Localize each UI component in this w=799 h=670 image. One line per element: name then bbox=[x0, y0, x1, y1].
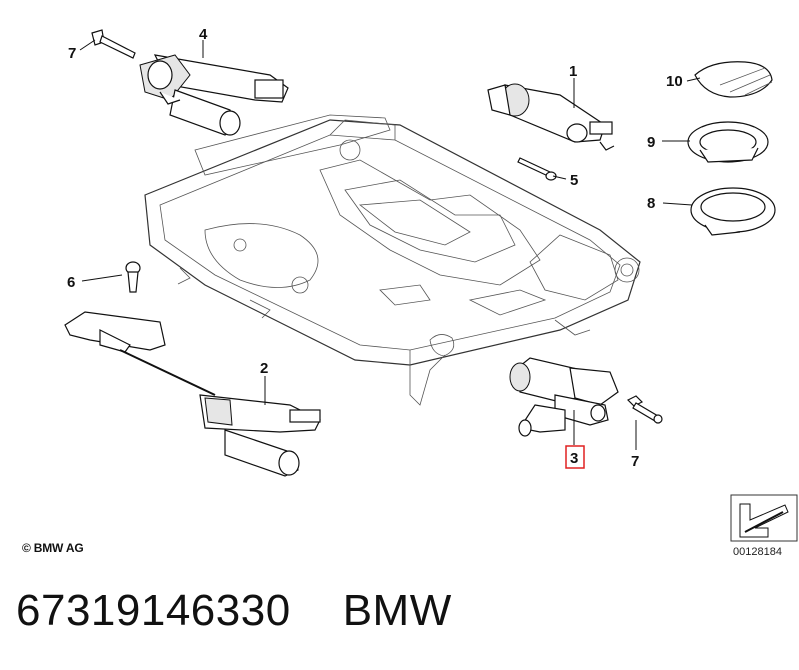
brand-name: BMW bbox=[342, 586, 452, 635]
footer-caption: 67319146330 BMW bbox=[16, 586, 452, 636]
seat-frame bbox=[144, 114, 641, 406]
part-1-actuator bbox=[487, 83, 615, 151]
part-number: 67319146330 bbox=[16, 586, 291, 635]
part-3-motor bbox=[509, 357, 619, 437]
callout-10: 10 bbox=[666, 73, 683, 90]
callout-4: 4 bbox=[199, 26, 208, 43]
callout-3-highlight-box bbox=[565, 445, 585, 469]
callout-8: 8 bbox=[647, 195, 655, 212]
bolt-7-right bbox=[626, 395, 663, 424]
arrow-reference-icon bbox=[730, 494, 798, 542]
diagram-reference-code: 00128184 bbox=[733, 546, 782, 558]
copyright-notice: © BMW AG bbox=[22, 541, 84, 555]
bolt-7-top bbox=[91, 29, 136, 59]
callout-7-top: 7 bbox=[68, 45, 76, 62]
part-8-ring bbox=[690, 187, 776, 236]
part-10-cap bbox=[694, 61, 773, 98]
bolt-5 bbox=[517, 157, 557, 181]
part-9-ring bbox=[687, 121, 769, 163]
callout-7-right: 7 bbox=[631, 453, 639, 470]
callout-1: 1 bbox=[569, 63, 577, 80]
callout-5: 5 bbox=[570, 172, 578, 189]
leader-lines bbox=[79, 39, 701, 450]
part-2-motor bbox=[64, 311, 321, 477]
bolt-6 bbox=[125, 261, 141, 293]
callout-6: 6 bbox=[67, 274, 75, 291]
callout-2: 2 bbox=[260, 360, 268, 377]
callout-3: 3 bbox=[570, 450, 578, 467]
part-4-motor bbox=[139, 54, 289, 136]
callout-9: 9 bbox=[647, 134, 655, 151]
parts-diagram: 4 7 1 10 9 5 8 6 2 3 7 bbox=[64, 26, 798, 542]
